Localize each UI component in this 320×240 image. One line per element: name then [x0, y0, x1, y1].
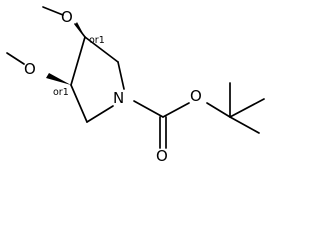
c4-to-c3-bond [70, 36, 86, 86]
chemical-structure-diagram: O O N O O or1 or1 [6, 6, 265, 162]
c2-to-nitrogen-bond [117, 61, 125, 90]
carbonyl-carbon-to-ester-oxygen-bond [162, 102, 190, 118]
nitrogen-to-c5-bond [86, 105, 114, 123]
carbonyl-oxygen-label: O [156, 147, 168, 162]
ring-nitrogen-label: N [113, 89, 124, 107]
left-methoxy-oxygen-label: O [24, 60, 36, 78]
top-methoxy-oxygen-label: O [61, 8, 73, 26]
lower-stereo-wedge-bond [46, 73, 71, 85]
quaternary-carbon-to-bottom-methyl-bond [229, 116, 260, 134]
left-oxygen-to-methyl-bond [6, 52, 25, 65]
nitrogen-to-carbonyl-carbon-bond [133, 100, 164, 118]
lower-stereo-descriptor: or1 [53, 87, 69, 98]
upper-stereo-descriptor: or1 [89, 35, 105, 46]
ester-oxygen-to-quaternary-carbon-bond [206, 102, 231, 118]
c5-to-c4-bond [70, 84, 88, 123]
quaternary-carbon-to-right-methyl-bond [229, 98, 265, 118]
top-stereo-wedge-bond [75, 22, 86, 39]
c3-to-c2-bond [84, 36, 119, 63]
methyl-to-top-oxygen-bond [42, 6, 64, 16]
ester-oxygen-label: O [190, 87, 202, 105]
